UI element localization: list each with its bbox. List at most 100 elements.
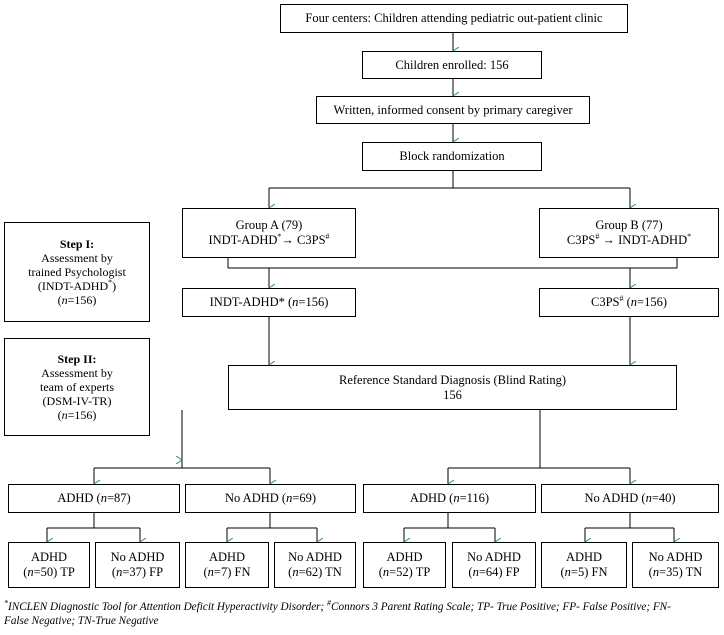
step-two-line2: team of experts — [40, 380, 114, 394]
randomization-box: Block randomization — [362, 142, 542, 171]
randomization-text: Block randomization — [399, 149, 505, 163]
outcome-n: n — [652, 565, 660, 579]
c3ps-post: =156) — [637, 295, 667, 309]
level2-text: No ADHD (n=69) — [225, 491, 316, 506]
outcome-pre: ( — [648, 565, 653, 579]
footnote-text1: INCLEN Diagnostic Tool for Attention Def… — [8, 601, 328, 613]
level2-label: No ADHD ( — [224, 491, 287, 505]
flow-connectors — [0, 33, 724, 600]
outcome-label: ADHD — [208, 550, 246, 564]
step-two-line3: (DSM-IV-TR) — [42, 394, 112, 408]
group-b-sup2: * — [687, 231, 692, 241]
step-two-n-post: =156) — [67, 408, 97, 422]
c3ps-sup: # — [619, 293, 624, 303]
outcome-box-fn-a: ADHD (n=7) FN — [185, 542, 269, 588]
level2-text: ADHD (n=87) — [57, 491, 130, 506]
step-two-n-pre: ( — [57, 408, 62, 422]
outcome-pre: ( — [111, 565, 117, 579]
outcome-n: n — [292, 565, 299, 579]
outcome-box-tn-a: No ADHD (n=62) TN — [274, 542, 356, 588]
reference-box: Reference Standard Diagnosis (Blind Rati… — [228, 365, 677, 410]
outcome-pre: ( — [378, 565, 383, 579]
step-one-line2: trained Psychologist — [28, 265, 126, 279]
group-a-seq-pre: INDT-ADHD — [208, 233, 278, 247]
outcome-label: No ADHD — [288, 550, 342, 564]
group-a-title: Group A (79) — [235, 218, 303, 232]
level2-label: ADHD ( — [409, 491, 454, 505]
step-one-l3-sup: * — [108, 278, 113, 287]
step-one-n: (n=156) — [58, 293, 97, 307]
outcome-value: (n=50) TP — [23, 565, 75, 580]
level2-box-adhd-a: ADHD (n=87) — [8, 484, 180, 513]
outcome-box-fn-b: ADHD (n=5) FN — [541, 542, 627, 588]
outcome-n: n — [116, 565, 123, 579]
consent-text: Written, informed consent by primary car… — [333, 102, 573, 117]
outcome-label: No ADHD — [467, 550, 521, 564]
footnote: *INCLEN Diagnostic Tool for Attention De… — [4, 598, 720, 628]
outcome-box-tn-b: No ADHD (n=35) TN — [632, 542, 719, 588]
level2-n: n — [645, 491, 652, 505]
group-b-seq-post: INDT-ADHD — [618, 233, 688, 247]
c3ps-text: C3PS# (n=156) — [590, 293, 667, 310]
c3ps-pre: C3PS — [590, 295, 620, 309]
level2-n: n — [286, 491, 293, 505]
step-one-n-post: =156) — [67, 293, 97, 307]
group-a-box: Group A (79) INDT-ADHD*→ C3PS# — [182, 208, 356, 258]
outcome-count: =62) TN — [298, 565, 342, 579]
outcome-value: (n=5) FN — [561, 565, 608, 580]
outcome-value: (n=7) FN — [204, 565, 251, 580]
consent-box: Written, informed consent by primary car… — [316, 96, 590, 124]
step-one-l3-post: ) — [112, 279, 117, 293]
level2-n: n — [453, 491, 460, 505]
level2-text: ADHD (n=116) — [410, 491, 489, 506]
outcome-pre: ( — [288, 565, 293, 579]
centers-box: Four centers: Children attending pediatr… — [280, 4, 628, 33]
step-two-title: Step II: — [57, 352, 97, 366]
arrow-right-icon: → — [281, 233, 294, 247]
step-one-l3-pre: (INDT-ADHD — [37, 279, 109, 293]
level2-value: =87) — [106, 491, 131, 505]
outcome-box-tp-b: ADHD (n=52) TP — [363, 542, 446, 588]
outcome-count: =64) FP — [478, 565, 520, 579]
step-one-box: Step I: Assessment by trained Psychologi… — [4, 222, 150, 322]
outcome-pre: ( — [203, 565, 208, 579]
group-b-sup1: # — [595, 231, 600, 241]
footnote-star: * — [4, 598, 8, 608]
outcome-n: n — [207, 565, 214, 579]
outcome-n: n — [472, 565, 479, 579]
step-one-line1: Assessment by — [41, 251, 113, 265]
footnote-text2: Connors 3 Parent Rating Scale; TP- True … — [331, 601, 671, 613]
enrolled-text: Children enrolled: 156 — [395, 57, 509, 72]
outcome-box-tp-a: ADHD (n=50) TP — [8, 542, 90, 588]
level2-value: =40) — [651, 491, 676, 505]
step-two-box: Step II: Assessment by team of experts (… — [4, 338, 150, 436]
outcome-pre: ( — [468, 565, 473, 579]
outcome-count: =50) TP — [33, 565, 75, 579]
outcome-count: =5) FN — [570, 565, 608, 579]
outcome-value: (n=37) FP — [112, 565, 163, 580]
indt-pre: INDT-ADHD* ( — [209, 295, 293, 309]
centers-text: Four centers: Children attending pediatr… — [305, 11, 603, 25]
indt-text: INDT-ADHD* (n=156) — [210, 295, 329, 310]
outcome-box-fp-b: No ADHD (n=64) FP — [452, 542, 536, 588]
outcome-n: n — [564, 565, 571, 579]
outcome-value: (n=64) FP — [468, 565, 519, 580]
c3ps-box: C3PS# (n=156) — [539, 288, 719, 317]
outcome-pre: ( — [23, 565, 28, 579]
step-two-n-italic: n — [61, 408, 68, 422]
arrow-right-icon: → — [602, 233, 616, 247]
reference-line1: Reference Standard Diagnosis (Blind Rati… — [338, 372, 567, 387]
group-a-sup2: # — [325, 231, 330, 241]
footnote-text3: False Negative; TN-True Negative — [4, 615, 159, 627]
group-a-seq-post: C3PS — [297, 233, 326, 247]
level2-label: ADHD ( — [57, 491, 101, 505]
indt-box: INDT-ADHD* (n=156) — [182, 288, 356, 317]
c3ps-n: n — [630, 295, 638, 309]
outcome-label: No ADHD — [648, 550, 703, 564]
outcome-n: n — [382, 565, 390, 579]
step-one-n-pre: ( — [57, 293, 62, 307]
level2-label: No ADHD ( — [584, 491, 646, 505]
level2-box-noadhd-b: No ADHD (n=40) — [541, 484, 719, 513]
level2-text: No ADHD (n=40) — [584, 491, 675, 506]
outcome-label: ADHD — [386, 550, 423, 564]
